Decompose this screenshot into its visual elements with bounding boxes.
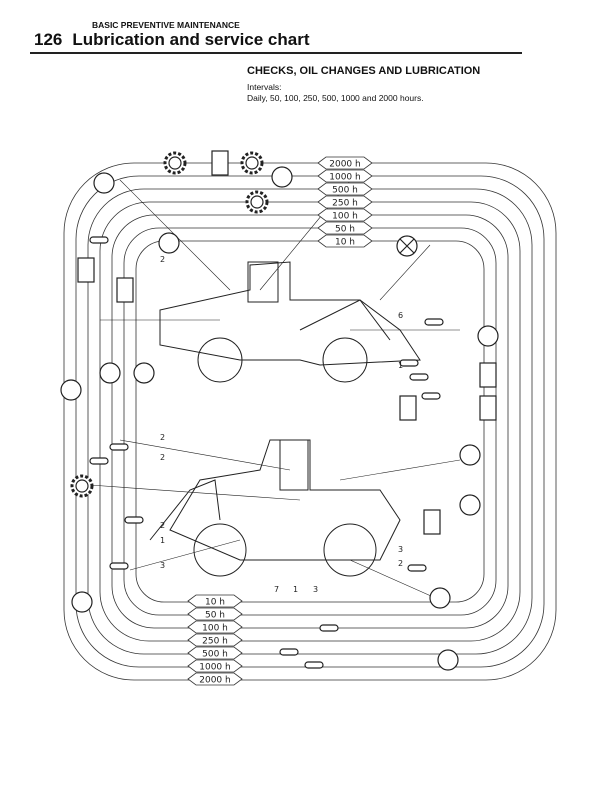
grease-nipple-icon [319,624,339,632]
page-title-text: Lubrication and service chart [72,30,310,49]
oil-drop-icon [429,587,451,609]
gear-icon [70,474,94,498]
interval-label: 50 h [335,225,355,235]
interval-loop [99,201,521,642]
interval-label: 2000 h [199,676,230,686]
grease-nipple-icon [304,661,324,669]
grease-nipple-icon [399,359,419,367]
grease-nipple-icon [279,648,299,656]
bottom-interval-tag: 10 h [187,594,243,608]
wheel-icon [71,591,93,613]
gear-filter-icon [163,151,187,175]
reservoir-icon [459,494,481,516]
top-interval-tag: 50 h [317,221,373,235]
header-rule [30,52,522,54]
interval-label: 500 h [202,650,228,660]
drain-icon [99,362,121,384]
grease-nipple-icon [89,457,109,465]
filter-icon [271,166,293,188]
callout-number: 1 [160,536,165,545]
interval-loop [63,162,557,681]
interval-label: 250 h [202,637,228,647]
interval-loop [123,227,497,616]
bottom-interval-tag: 50 h [187,607,243,621]
top-interval-tag: 250 h [317,195,373,209]
top-interval-tag: 500 h [317,182,373,196]
interval-label: 1000 h [199,663,230,673]
hydraulic-tank-icon [479,362,497,388]
filter-icon [477,325,499,347]
reservoir-icon [158,232,180,254]
interval-label: 10 h [205,598,225,608]
top-interval-tag: 2000 h [317,156,373,170]
callout-number: 3 [398,545,403,554]
top-interval-tag: 1000 h [317,169,373,183]
lamp-icon [396,235,418,257]
wheel-icon [437,649,459,671]
intervals-text: Daily, 50, 100, 250, 500, 1000 and 2000 … [247,93,424,103]
interval-loop [75,175,545,668]
interval-label: 100 h [202,624,228,634]
interval-loop [111,214,509,629]
grease-nipple-icon [109,443,129,451]
callout-number: 2 [160,453,165,462]
gear-oil-icon [245,190,269,214]
reservoir-icon [93,172,115,194]
fuel-pump-icon [77,257,95,283]
page-title: 126 Lubrication and service chart [34,30,310,50]
loader-side-view [159,261,421,383]
grease-nipple-icon [409,373,429,381]
bottom-interval-tag: 100 h [187,620,243,634]
callout-number: 2 [398,559,403,568]
interval-label: 10 h [335,238,355,248]
callout-number: 2 [160,433,165,442]
hydraulic-tank-icon [479,395,497,421]
callout-number: 3 [160,561,165,570]
callout-number: 1 [398,361,403,370]
filter-icon [60,379,82,401]
interval-loop [135,240,485,603]
intervals-label: Intervals: [247,82,282,92]
callout-number: 2 [160,255,165,264]
callout-number: 6 [398,311,403,320]
drain-icon [399,395,417,421]
battery-icon [423,509,441,535]
grease-nipple-icon [109,562,129,570]
bottom-interval-tag: 2000 h [187,672,243,686]
bottom-interval-tag: 500 h [187,646,243,660]
intervals-block: Intervals: Daily, 50, 100, 250, 500, 100… [247,82,424,104]
bottom-interval-tag: 250 h [187,633,243,647]
callout-number: 2 [160,521,165,530]
callout-number: 7 [274,585,279,594]
interval-label: 2000 h [329,160,360,170]
interval-label: 100 h [332,212,358,222]
interval-label: 250 h [332,199,358,209]
hook-icon [459,444,481,466]
gear-oil-icon [240,151,264,175]
bottom-interval-tag: 1000 h [187,659,243,673]
top-interval-tag: 100 h [317,208,373,222]
loader-front-view [149,439,401,577]
callout-number: 1 [293,585,298,594]
grease-nipple-icon [89,236,109,244]
filter-canister-icon [211,150,229,176]
fuel-tank-icon [116,277,134,303]
grease-nipple-icon [124,516,144,524]
interval-label: 1000 h [329,173,360,183]
interval-label: 500 h [332,186,358,196]
page-number: 126 [34,30,63,49]
drain-icon [133,362,155,384]
section-title: BASIC PREVENTIVE MAINTENANCE [92,20,240,30]
grease-nipple-icon [407,564,427,572]
grease-nipple-icon [424,318,444,326]
callout-number: 3 [313,585,318,594]
interval-loop [87,188,533,655]
grease-nipple-icon [421,392,441,400]
interval-label: 50 h [205,611,225,621]
top-interval-tag: 10 h [317,234,373,248]
chart-heading: CHECKS, OIL CHANGES AND LUBRICATION [247,65,481,77]
